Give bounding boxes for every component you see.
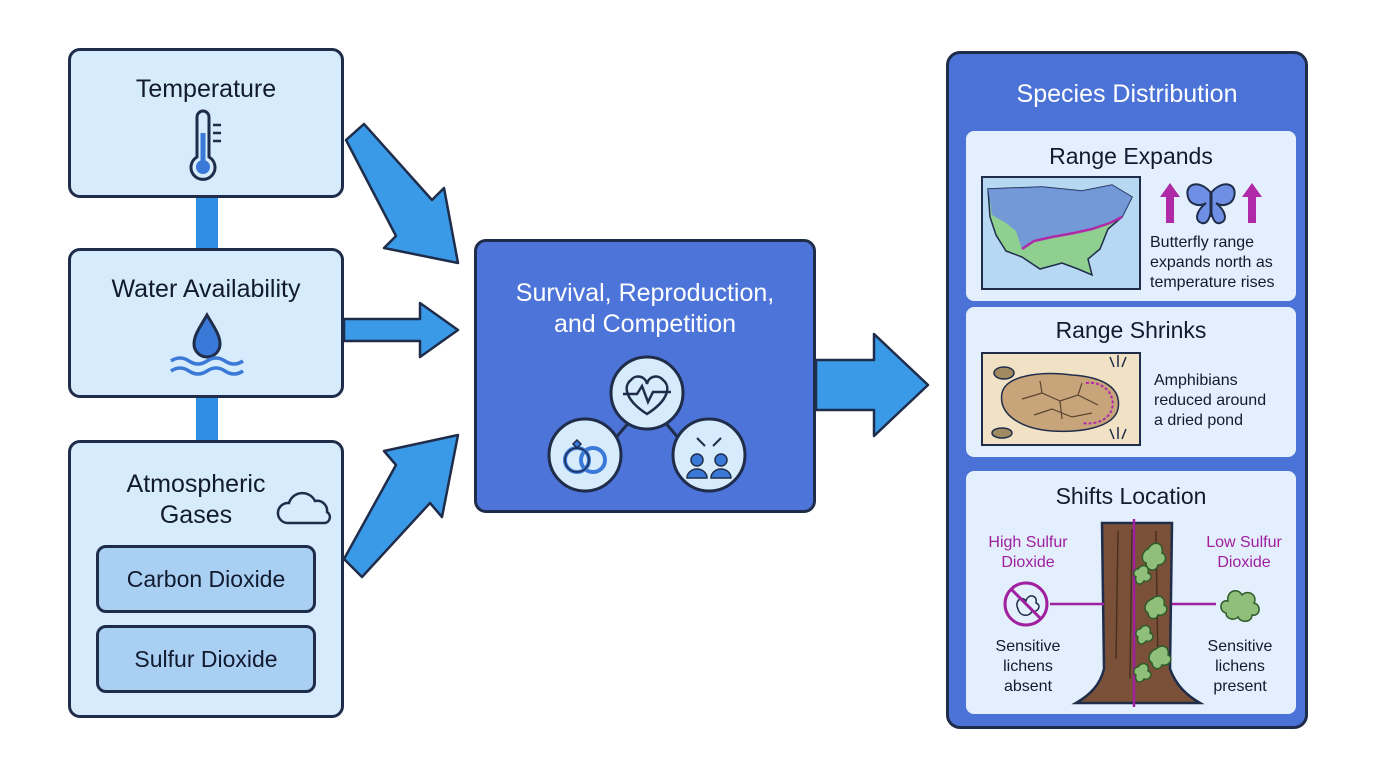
absent-caption-line1: Sensitive [995,638,1061,655]
sulfur-dioxide-box: Sulfur Dioxide [96,625,316,693]
shifts-location-card: Shifts Location High Sulfur Dioxide Low … [966,471,1296,714]
lichens-present-caption: Sensitive lichens present [1188,637,1292,697]
low-sulfur-label: Low Sulfur Dioxide [1192,533,1296,573]
range-shrinks-title: Range Shrinks [1055,317,1207,343]
atmospheric-gases-box: Atmospheric Gases Carbon Dioxide Sulfur … [68,440,344,718]
connector-water-gases [196,396,218,442]
shrinks-caption-line2: reduced around [1154,392,1267,409]
shifts-location-title: Shifts Location [1055,483,1207,509]
present-caption-line2: lichens [1215,658,1265,675]
arrow-temperature [344,122,460,265]
absent-caption-line3: absent [1003,678,1053,695]
range-expands-caption: Butterfly range expands north as tempera… [1150,233,1275,293]
expands-caption-line2: expands north as [1150,254,1273,271]
connector-temp-water [196,196,218,250]
atmospheric-gases-label: Atmospheric Gases [51,469,341,531]
low-sulfur-line2: Dioxide [1217,554,1271,571]
low-sulfur-line1: Low Sulfur [1206,534,1282,551]
cloud-icon [276,491,332,525]
temperature-label: Temperature [135,75,277,103]
competition-icon [671,417,747,493]
heart-pulse-icon [609,355,685,431]
center-title: Survival, Reproduction, and Competition [487,278,803,340]
present-caption-line3: present [1213,678,1267,695]
arrow-to-distribution [814,332,930,438]
temperature-box: Temperature [68,48,344,198]
center-title-line2: and Competition [553,310,737,338]
no-lichen-icon [1003,581,1104,627]
map-icon [981,176,1141,290]
tree-trunk-icon [1071,519,1205,707]
center-title-line1: Survival, Reproduction, [515,279,775,307]
range-shrinks-caption: Amphibians reduced around a dried pond [1154,371,1266,431]
present-caption-line1: Sensitive [1207,638,1273,655]
survival-reproduction-box: Survival, Reproduction, and Competition [474,239,816,513]
butterfly-icon [1160,183,1262,225]
shrinks-caption-line1: Amphibians [1154,372,1238,389]
gases-title-line1: Atmospheric [126,470,266,498]
range-shrinks-card: Range Shrinks Amphibians reduced around … [966,307,1296,457]
thermometer-icon [189,109,221,181]
center-icons [547,355,747,493]
range-expands-card: Range Expands Butterfly range expands no… [966,131,1296,301]
absent-caption-line2: lichens [1003,658,1053,675]
lichens-absent-caption: Sensitive lichens absent [976,637,1080,697]
carbon-dioxide-box: Carbon Dioxide [96,545,316,613]
expands-caption-line1: Butterfly range [1150,234,1255,251]
frog-icon [981,352,1141,446]
shrinks-caption-line3: a dried pond [1154,412,1243,429]
arrow-gases [342,433,460,579]
water-availability-box: Water Availability [68,248,344,398]
water-drop-icon [170,312,244,376]
water-availability-label: Water Availability [111,275,301,303]
range-expands-title: Range Expands [1049,143,1213,169]
expands-caption-line3: temperature rises [1150,274,1275,291]
gases-title-line2: Gases [159,501,233,529]
lichen-icon [1172,590,1260,622]
high-sulfur-line2: Dioxide [1001,554,1055,571]
arrow-water [342,301,460,359]
panel-title: Species Distribution [1016,80,1238,108]
high-sulfur-line1: High Sulfur [988,534,1068,551]
species-distribution-panel: Species Distribution Range Expands Butte… [946,51,1308,729]
rings-icon [547,417,623,493]
high-sulfur-label: High Sulfur Dioxide [976,533,1080,573]
